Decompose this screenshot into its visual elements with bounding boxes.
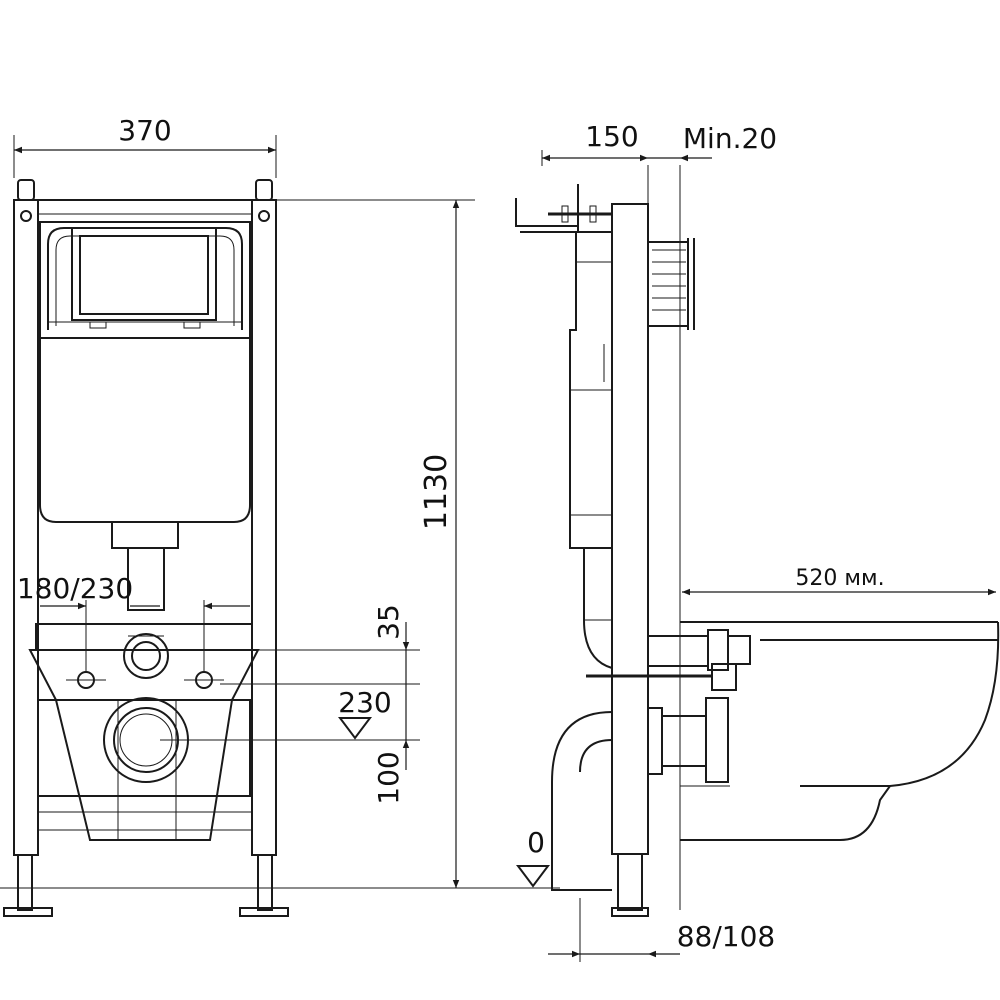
dim-150: 150 [542,120,648,166]
flush-plate-opening [72,228,216,320]
dim-370: 370 [14,114,276,178]
floor-level-label: 0 [527,826,545,859]
dim-180-230: 180/230 [17,572,250,672]
drain-elbow [552,712,612,890]
right-post [252,200,276,855]
side-foot [618,854,642,910]
toilet-bowl [800,622,998,786]
dim-1130-label: 1130 [419,454,454,530]
dim-min20: Min.20 [648,122,777,158]
dim-150-label: 150 [585,120,638,153]
flush-inlet-icon [124,634,168,678]
dim-35-label: 35 [372,604,405,640]
dim-88-108: 88/108 [548,898,775,962]
dim-1130: 1130 [276,200,560,888]
bolt-icon [21,211,31,221]
bolt-icon [259,211,269,221]
dim-520: 520 мм. [682,566,996,592]
dim-370-label: 370 [118,114,171,147]
level-marker-icon [518,866,548,886]
left-foot [18,855,32,910]
flush-connector [648,636,708,666]
dim-35-230-100: 35 230 100 [160,604,420,805]
left-post [14,200,38,855]
flush-valve [648,242,688,326]
flush-pipe [128,548,164,610]
dim-min20-label: Min.20 [683,122,777,155]
dim-230-label: 230 [338,686,391,719]
dim-88-108-label: 88/108 [677,920,776,953]
frame-column [612,204,648,854]
dim-520-label: 520 мм. [795,566,884,591]
dim-100-label: 100 [372,751,405,804]
front-view [0,180,300,916]
right-foot [258,855,272,910]
dim-180-230-label: 180/230 [17,572,133,605]
level-marker-icon [340,718,370,738]
side-view [516,165,998,916]
floor-level: 0 [518,826,548,886]
drain-connector [706,698,728,782]
